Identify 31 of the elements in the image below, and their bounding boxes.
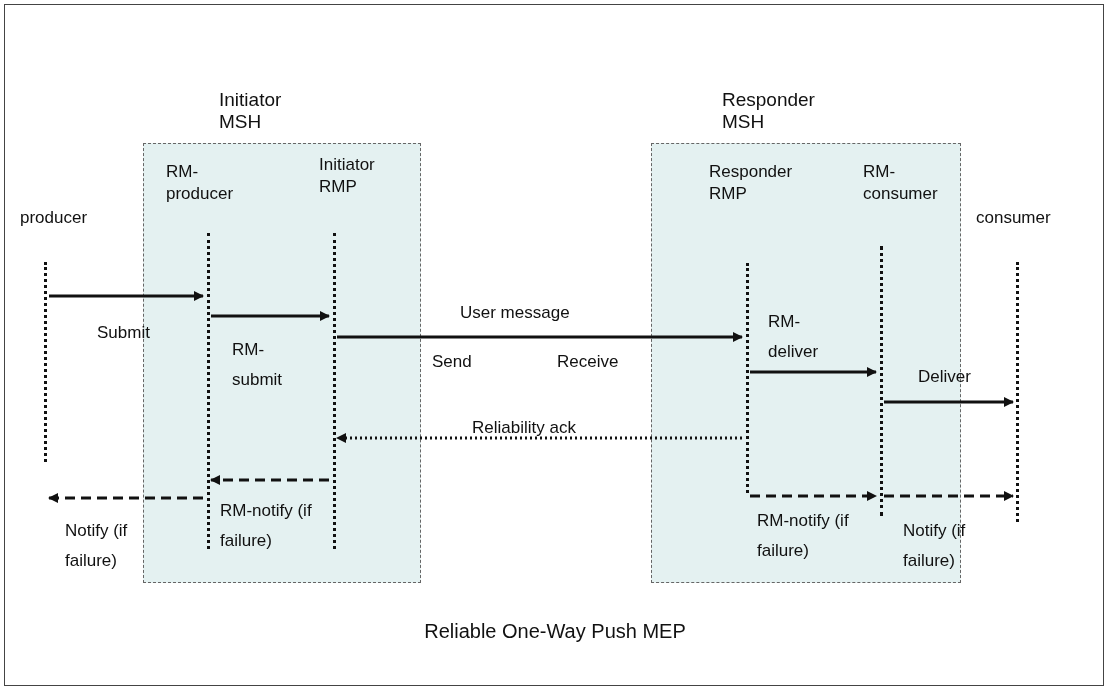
- edge-label: Deliver: [918, 366, 972, 388]
- edge-label: RM- deliver: [768, 311, 820, 363]
- group-heading: Responder MSH: [722, 89, 816, 133]
- edge-label: RM-notify (if failure): [220, 500, 312, 552]
- arrow: [750, 367, 877, 377]
- edge-label: Submit: [97, 322, 151, 344]
- arrow: [884, 491, 1014, 501]
- lifeline-label: RM- producer: [166, 161, 235, 205]
- arrow: [884, 397, 1014, 407]
- arrow: [211, 311, 330, 321]
- lifeline-label: Responder RMP: [709, 161, 794, 205]
- arrow: [336, 433, 742, 443]
- arrow: [49, 291, 204, 301]
- message-label: Send: [432, 352, 472, 372]
- lifeline-label: consumer: [976, 207, 1052, 229]
- arrow: [48, 493, 203, 503]
- lifeline-label: producer: [20, 207, 89, 229]
- edge-label: User message: [460, 302, 571, 324]
- arrow: [337, 332, 743, 342]
- arrow: [750, 491, 877, 501]
- lifeline-label: Initiator RMP: [319, 154, 376, 198]
- message-label: Receive: [557, 352, 619, 372]
- edge-label: Reliability ack: [472, 417, 577, 439]
- edge-label: Notify (if failure): [903, 520, 967, 572]
- edge-label: Notify (if failure): [65, 520, 129, 572]
- group-heading: Initiator MSH: [219, 89, 283, 133]
- lifeline-label: RM- consumer: [863, 161, 939, 205]
- edge-label: RM-notify (if failure): [757, 510, 849, 562]
- caption: Reliable One-Way Push MEP: [423, 620, 687, 643]
- edge-label: RM- submit: [232, 339, 284, 391]
- arrow: [210, 475, 329, 485]
